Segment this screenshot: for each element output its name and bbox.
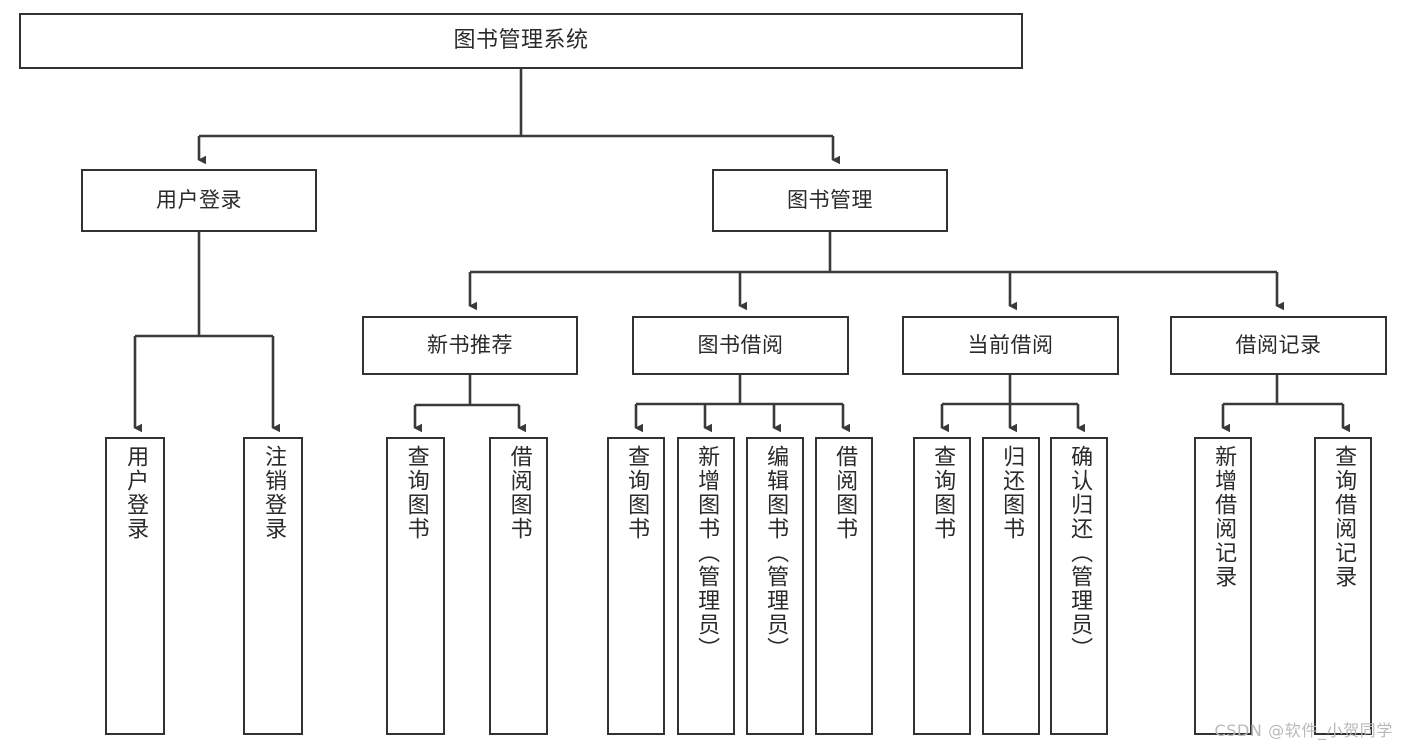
node-leaf-logout-label: 注销登录 <box>261 445 287 541</box>
node-book-manage-label: 图书管理 <box>787 188 873 213</box>
node-leaf-cb-query[interactable]: 查询图书 <box>913 437 971 735</box>
csdn-watermark: CSDN @软件_小贺同学 <box>1214 721 1393 740</box>
node-leaf-bb-query-label: 查询图书 <box>624 445 650 541</box>
node-leaf-cb-confirm[interactable]: 确认归还（管理员） <box>1050 437 1108 735</box>
node-leaf-bb-borrow-label: 借阅图书 <box>832 445 858 541</box>
node-current-borrow-label: 当前借阅 <box>967 333 1054 358</box>
node-user-login[interactable]: 用户登录 <box>81 169 317 232</box>
node-book-borrow[interactable]: 图书借阅 <box>632 316 849 375</box>
node-borrow-record[interactable]: 借阅记录 <box>1170 316 1387 375</box>
node-new-book-rec-label: 新书推荐 <box>427 333 513 358</box>
node-leaf-logout[interactable]: 注销登录 <box>243 437 303 735</box>
node-leaf-bb-add[interactable]: 新增图书（管理员） <box>677 437 735 735</box>
node-leaf-bb-edit-label: 编辑图书（管理员） <box>763 445 789 661</box>
node-current-borrow[interactable]: 当前借阅 <box>902 316 1119 375</box>
node-leaf-rec-query[interactable]: 查询图书 <box>386 437 445 735</box>
node-leaf-br-add[interactable]: 新增借阅记录 <box>1194 437 1252 735</box>
node-borrow-record-label: 借阅记录 <box>1235 333 1322 358</box>
node-book-borrow-label: 图书借阅 <box>697 333 784 358</box>
node-leaf-cb-return-label: 归还图书 <box>999 445 1025 541</box>
node-leaf-br-query-label: 查询借阅记录 <box>1331 445 1357 589</box>
node-leaf-cb-return[interactable]: 归还图书 <box>982 437 1040 735</box>
node-leaf-bb-add-label: 新增图书（管理员） <box>694 445 720 661</box>
node-leaf-user-login-label: 用户登录 <box>123 445 149 541</box>
node-user-login-label: 用户登录 <box>156 188 242 213</box>
node-leaf-bb-borrow[interactable]: 借阅图书 <box>815 437 873 735</box>
node-new-book-rec[interactable]: 新书推荐 <box>362 316 578 375</box>
node-leaf-rec-borrow-label: 借阅图书 <box>506 445 532 541</box>
node-book-manage[interactable]: 图书管理 <box>712 169 948 232</box>
node-leaf-bb-edit[interactable]: 编辑图书（管理员） <box>746 437 804 735</box>
node-leaf-br-query[interactable]: 查询借阅记录 <box>1314 437 1372 735</box>
node-leaf-cb-query-label: 查询图书 <box>930 445 956 541</box>
node-root[interactable]: 图书管理系统 <box>19 13 1023 69</box>
node-leaf-user-login[interactable]: 用户登录 <box>105 437 165 735</box>
node-leaf-br-add-label: 新增借阅记录 <box>1211 445 1237 589</box>
node-leaf-rec-borrow[interactable]: 借阅图书 <box>489 437 548 735</box>
node-leaf-rec-query-label: 查询图书 <box>403 445 429 541</box>
node-leaf-bb-query[interactable]: 查询图书 <box>607 437 665 735</box>
node-root-label: 图书管理系统 <box>453 28 589 54</box>
node-leaf-cb-confirm-label: 确认归还（管理员） <box>1067 445 1093 661</box>
